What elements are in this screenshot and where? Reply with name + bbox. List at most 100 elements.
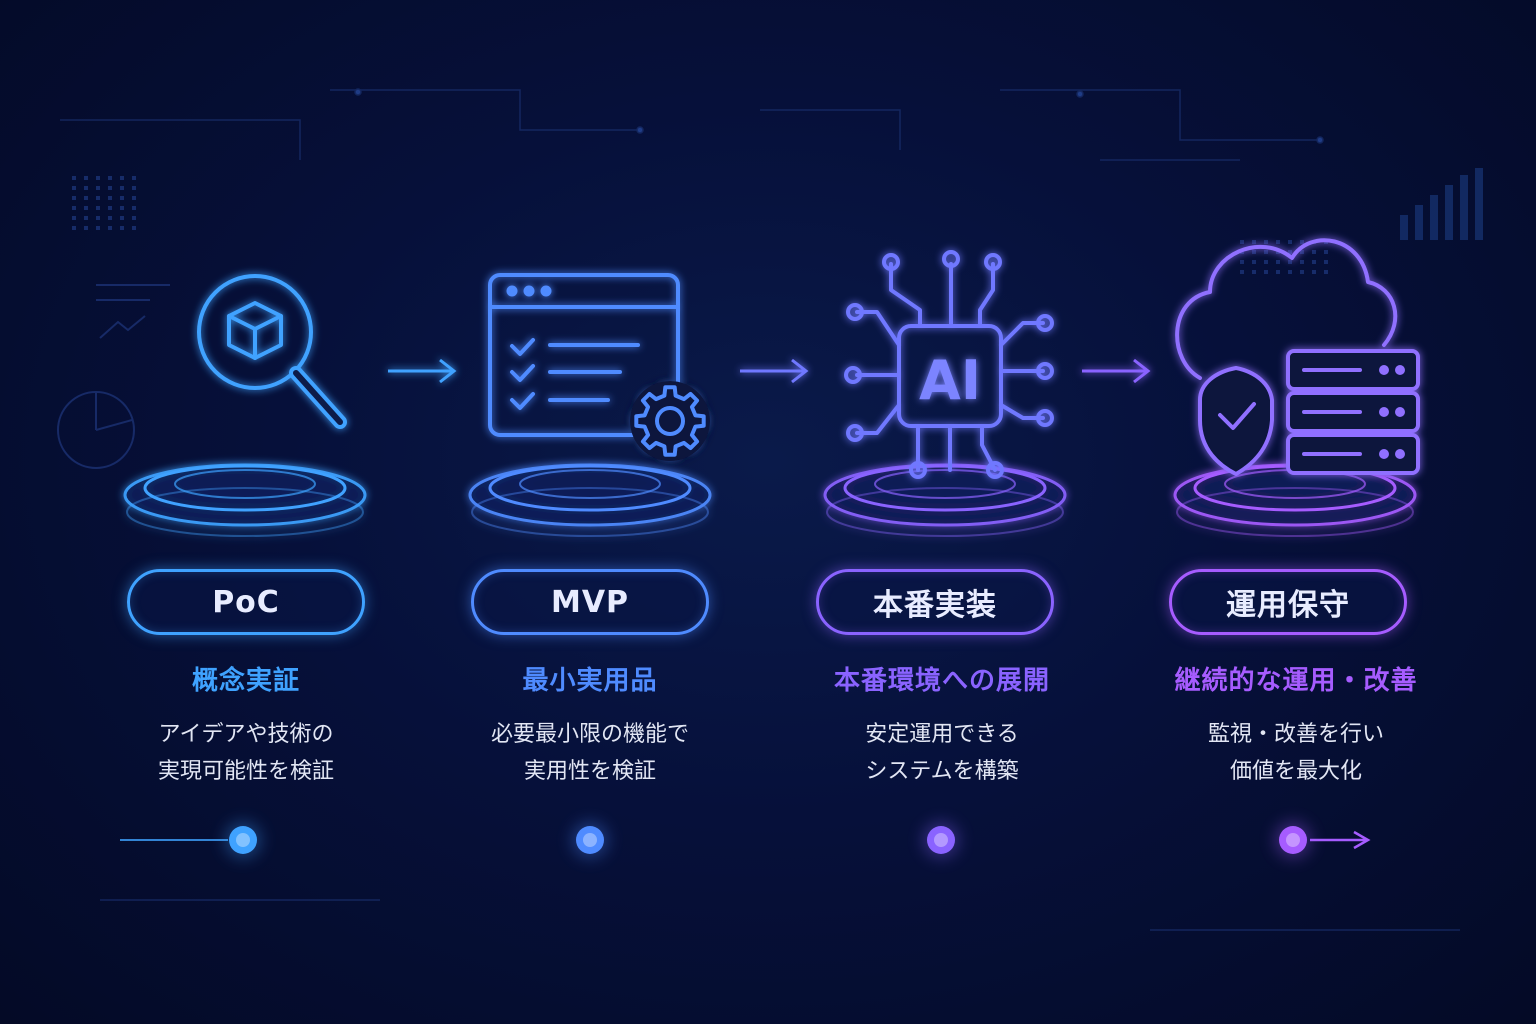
step-pill-mvp: MVP [471,569,709,635]
grid-dot [1252,270,1256,274]
background-line-chart [96,284,170,339]
grid-dot [1312,260,1316,264]
description-line: 必要最小限の機能で [490,722,689,747]
grid-dot [84,206,88,210]
grid-dot [108,186,112,190]
timeline-arrowhead [1353,830,1371,850]
step-description-poc: アイデアや技術の 実現可能性を検証 [76,716,416,790]
grid-dot [1288,270,1292,274]
description-line: システムを構築 [865,759,1019,784]
grid-dot [108,196,112,200]
description-line: 実用性を検証 [523,759,656,784]
grid-dot [1324,260,1328,264]
grid-dot [84,186,88,190]
background-mini-bar-chart [1400,168,1483,240]
pedestal-1 [123,463,367,537]
grid-dot [108,216,112,220]
description-line: 価値を最大化 [1229,759,1362,784]
grid-dot [96,176,100,180]
step-pill-poc: PoC [127,569,365,635]
grid-dot [1252,260,1256,264]
timeline-dot-highlight [934,833,948,847]
step-title: 運用保守 [1226,588,1350,623]
browser-checklist-gear-icon [488,273,710,461]
cloud-shield-server-icon [1175,238,1420,476]
grid-dot [1288,240,1292,244]
step-arrows [388,358,1151,384]
grid-dot [1264,260,1268,264]
grid-dot [120,186,124,190]
description-line: 監視・改善を行い [1207,722,1384,747]
grid-dot [1264,270,1268,274]
grid-dot [120,196,124,200]
grid-dot [1300,270,1304,274]
grid-dot [120,176,124,180]
timeline-dot-2 [576,826,604,854]
grid-dot [96,216,100,220]
grid-dot [132,186,136,190]
timeline-dot-highlight [236,833,250,847]
magnifier-cube-icon [197,274,347,429]
arrow-production-to-operations [1082,358,1151,384]
grid-dot [1240,270,1244,274]
grid-dot [96,196,100,200]
grid-dot [1312,270,1316,274]
grid-dot [1264,240,1268,244]
grid-dot [132,206,136,210]
timeline-dot-highlight [583,833,597,847]
background-circuit-decoration [60,88,1460,931]
grid-dot [84,226,88,230]
description-line: 安定運用できる [865,722,1019,747]
grid-dot [72,216,76,220]
grid-dot [1264,250,1268,254]
grid-dot [132,176,136,180]
grid-dot [132,226,136,230]
step-subtitle-production: 本番環境への展開 [833,666,1050,696]
timeline [120,822,1371,858]
step-pill-production: 本番実装 [816,569,1054,635]
grid-dot [1240,240,1244,244]
ai-chip-label: AI [919,349,981,412]
step-subtitle-poc: 概念実証 [191,666,300,696]
timeline-dot-3 [927,826,955,854]
grid-dot [1324,250,1328,254]
step-subtitle-operations: 継続的な運用・改善 [1174,666,1418,696]
step-description-mvp: 必要最小限の機能で 実用性を検証 [420,716,760,790]
pedestal-3 [823,463,1067,537]
grid-dot [1252,240,1256,244]
grid-dot [1276,240,1280,244]
step-title: PoC [212,584,280,620]
background-dot-grid [72,176,1328,274]
grid-dot [108,176,112,180]
grid-dot [1300,260,1304,264]
arrow-mvp-to-production [740,358,809,384]
background-pie-chart [57,391,135,469]
grid-dot [72,206,76,210]
grid-dot [1288,250,1292,254]
grid-dot [96,226,100,230]
grid-dot [84,196,88,200]
grid-dot [108,206,112,210]
pedestal-2 [468,463,712,537]
grid-dot [1252,250,1256,254]
grid-dot [72,226,76,230]
grid-dot [120,226,124,230]
grid-dot [120,216,124,220]
grid-dot [84,216,88,220]
grid-dot [72,186,76,190]
timeline-dot-1 [229,826,257,854]
step-title: 本番実装 [873,588,997,623]
step-description-production: 安定運用できる システムを構築 [772,716,1112,790]
grid-dot [1240,260,1244,264]
grid-dot [132,196,136,200]
grid-dot [72,196,76,200]
grid-dot [96,206,100,210]
arrow-poc-to-mvp [388,358,457,384]
grid-dot [72,176,76,180]
grid-dot [1312,250,1316,254]
timeline-dot-4 [1279,826,1307,854]
pedestal-4 [1173,463,1417,537]
ai-chip-icon [844,250,1054,479]
grid-dot [1300,250,1304,254]
